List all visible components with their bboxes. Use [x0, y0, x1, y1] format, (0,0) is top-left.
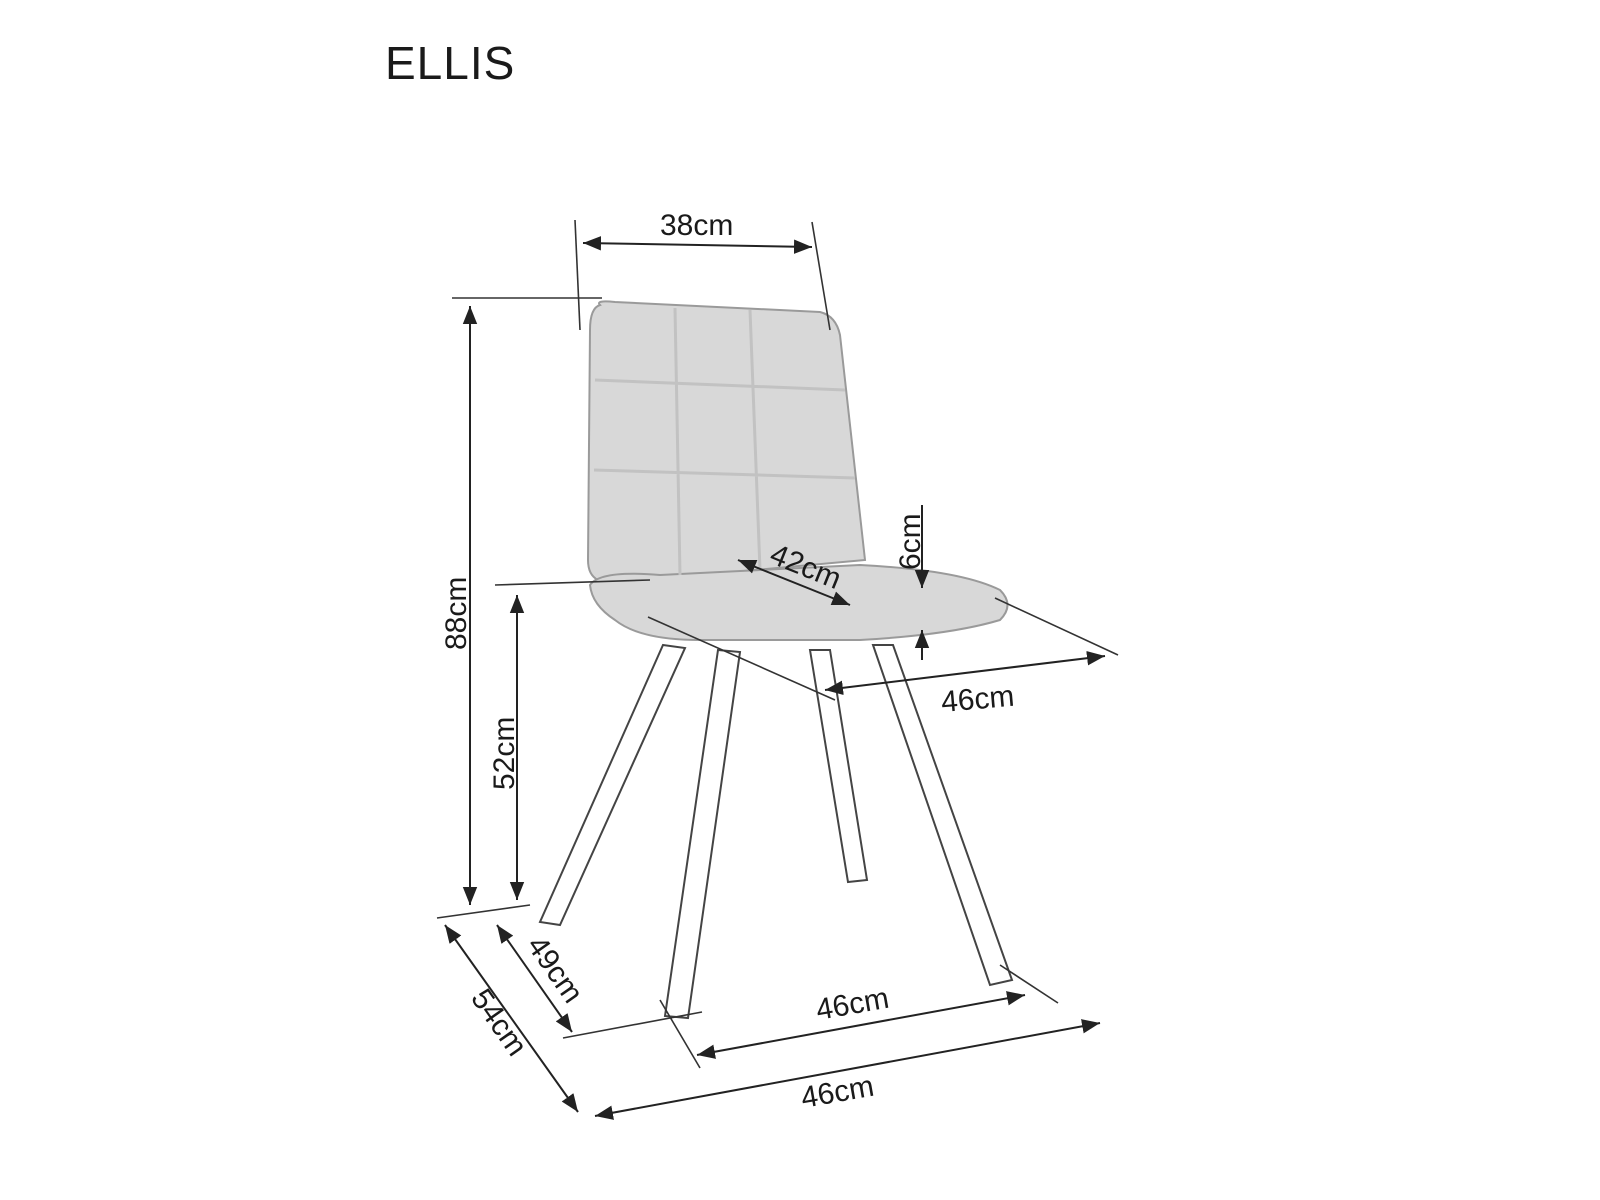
backrest-seam [593, 307, 856, 576]
backrest [586, 300, 867, 582]
chair-legs [538, 643, 1014, 1020]
label-seat-thickness: 6cm [894, 513, 927, 570]
leg-back-right [871, 644, 1014, 987]
product-title: ELLIS [385, 37, 516, 89]
dim-backrest-width [582, 236, 813, 254]
chair-upholstery [586, 300, 1009, 641]
dim-leg-depth [496, 924, 573, 1033]
label-seat-width: 46cm [940, 680, 1016, 719]
dim-seat-depth [737, 559, 851, 606]
dim-total-width [594, 1019, 1101, 1120]
label-leg-depth: 49cm [520, 930, 589, 1009]
leg-back-left [808, 649, 869, 884]
leg-front-left [538, 643, 687, 927]
dim-seat-width [824, 651, 1106, 695]
label-seat-height: 52cm [488, 717, 521, 790]
leg-front-right [663, 648, 742, 1020]
dimension-lines [436, 219, 1119, 1120]
label-backrest-width: 38cm [660, 209, 733, 242]
label-leg-width: 46cm [813, 982, 891, 1027]
label-total-depth: 54cm [464, 983, 533, 1062]
label-total-height: 88cm [440, 577, 473, 650]
